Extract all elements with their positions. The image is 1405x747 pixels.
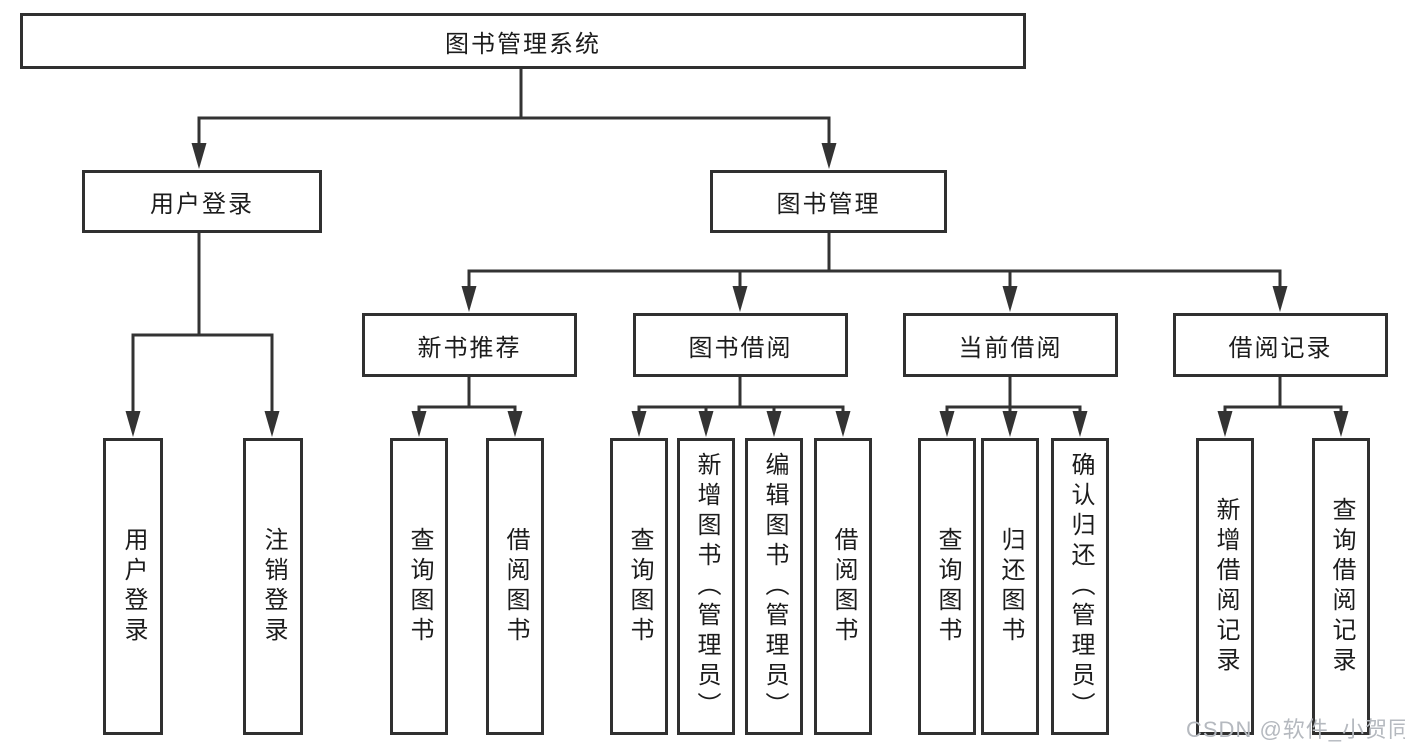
leaf-recommend-borrow-books: 借阅图书 [486,438,544,735]
leaf-current-return-books: 归还图书 [981,438,1039,735]
node-borrow-records-label: 借阅记录 [1228,334,1333,362]
leaf-borrow-query-books-label: 查询图书 [626,526,653,647]
leaf-borrow-query-books: 查询图书 [610,438,668,735]
leaf-recommend-query-books: 查询图书 [390,438,448,735]
node-new-book-recommend: 新书推荐 [362,313,577,377]
leaf-current-return-books-label: 归还图书 [997,526,1024,647]
leaf-recommend-query-books-label: 查询图书 [406,526,433,647]
node-book-management: 图书管理 [710,170,947,233]
node-book-borrow: 图书借阅 [633,313,848,377]
node-current-borrow: 当前借阅 [903,313,1118,377]
arrowheads [125,143,1349,437]
csdn-watermark: CSDN @软件_小贺同学 [1186,717,1405,742]
node-book-borrow-label: 图书借阅 [688,334,793,362]
node-borrow-records: 借阅记录 [1173,313,1388,377]
leaf-records-add-record-label: 新增借阅记录 [1212,496,1239,677]
leaf-user-login-label: 用户登录 [120,526,147,647]
leaf-borrow-borrow-books: 借阅图书 [814,438,872,735]
leaf-records-query-record-label: 查询借阅记录 [1328,496,1355,677]
leaf-current-confirm-return-admin: 确认归还（管理员） [1051,438,1109,735]
node-root-library-system: 图书管理系统 [20,13,1026,69]
leaf-records-add-record: 新增借阅记录 [1196,438,1254,735]
leaf-logout-label: 注销登录 [260,526,287,647]
leaf-records-query-record: 查询借阅记录 [1312,438,1370,735]
leaf-borrow-borrow-books-label: 借阅图书 [830,526,857,647]
node-current-borrow-label: 当前借阅 [958,334,1063,362]
leaf-current-confirm-return-admin-label: 确认归还（管理员） [1067,451,1094,722]
leaf-logout: 注销登录 [243,438,303,735]
node-user-login-label: 用户登录 [150,191,254,218]
node-user-login: 用户登录 [82,170,322,233]
leaf-current-query-books: 查询图书 [918,438,976,735]
node-root-label: 图书管理系统 [445,30,601,58]
leaf-borrow-add-books-admin: 新增图书（管理员） [677,438,735,735]
leaf-current-query-books-label: 查询图书 [934,526,961,647]
leaf-borrow-edit-books-admin: 编辑图书（管理员） [745,438,803,735]
leaf-user-login: 用户登录 [103,438,163,735]
leaf-recommend-borrow-books-label: 借阅图书 [502,526,529,647]
leaf-borrow-edit-books-admin-label: 编辑图书（管理员） [761,451,788,722]
leaf-borrow-add-books-admin-label: 新增图书（管理员） [693,451,720,722]
node-book-management-label: 图书管理 [776,191,881,218]
node-new-book-recommend-label: 新书推荐 [417,334,522,362]
